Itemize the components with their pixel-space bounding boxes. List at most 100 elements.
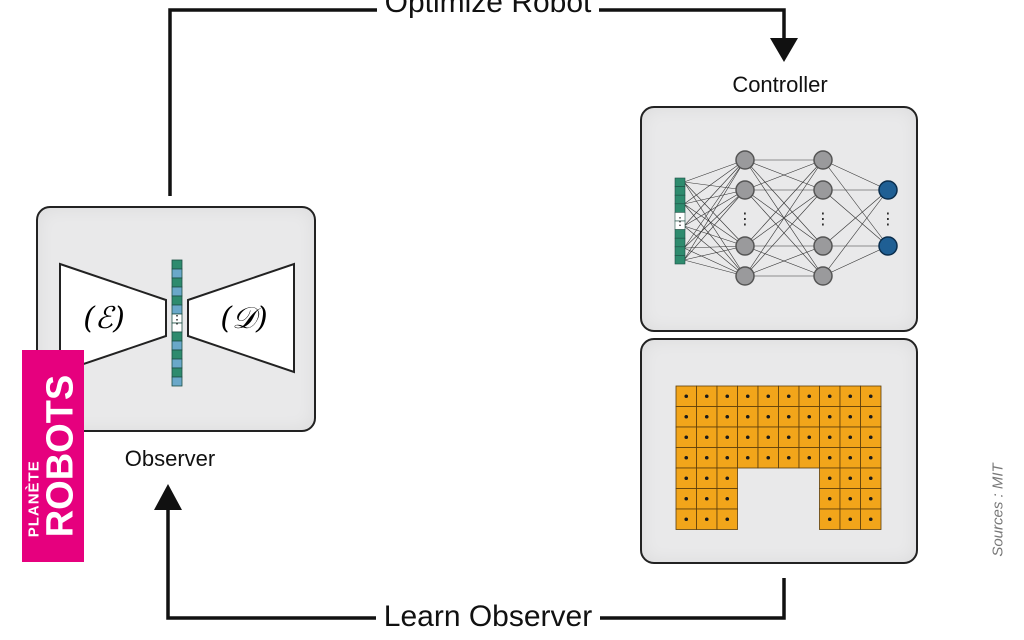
latent-cell (171, 349, 183, 360)
voxel-center (766, 414, 771, 419)
voxel-center (827, 435, 832, 440)
input-cell (674, 186, 686, 196)
output-node (878, 180, 898, 200)
input-cell (674, 203, 686, 213)
voxel-center (807, 435, 812, 440)
voxel-center (766, 435, 771, 440)
input-cell (674, 255, 686, 265)
latent-cell (171, 358, 183, 369)
voxel-center (868, 496, 873, 501)
voxel-center (848, 435, 853, 440)
voxel-center (827, 394, 832, 399)
latent-cell (171, 259, 183, 270)
input-ellipsis: ⋮ (675, 216, 686, 228)
latent-cell (171, 340, 183, 351)
autoencoder-diagram: (ℰ) (𝒟) ⋮ (59, 259, 295, 387)
logo-big-text: ROBOTS (39, 374, 82, 538)
optimize-robot-arrowhead (770, 38, 798, 62)
voxel-center (704, 476, 709, 481)
latent-cell (171, 367, 183, 378)
decoder-label: (𝒟) (220, 301, 267, 336)
voxel-center (684, 455, 689, 460)
input-cell (674, 194, 686, 205)
voxel-center (868, 517, 873, 522)
neural-network-diagram: ⋮⋮⋮⋮ (674, 150, 898, 286)
voxel-center (684, 394, 689, 399)
voxel-center (807, 394, 812, 399)
network-connections (683, 159, 889, 277)
encoder-shape (59, 262, 167, 374)
voxel-center (848, 496, 853, 501)
voxel-center (868, 435, 873, 440)
voxel-center (725, 435, 730, 440)
voxel-center (725, 476, 730, 481)
hidden-node (735, 180, 755, 200)
voxel-center (725, 496, 730, 501)
hidden-node (735, 236, 755, 256)
voxel-center (848, 517, 853, 522)
voxel-center (725, 517, 730, 522)
latent-cell (171, 331, 183, 342)
voxel-center (684, 414, 689, 419)
voxel-center (704, 455, 709, 460)
learn-observer-label: Learn Observer (0, 600, 976, 634)
optimize-robot-label: Optimize Robot (0, 0, 976, 20)
voxel-center (704, 414, 709, 419)
voxel-center (827, 455, 832, 460)
voxel-center (786, 414, 791, 419)
voxel-center (745, 455, 750, 460)
output-node (878, 236, 898, 256)
latent-cell (171, 286, 183, 297)
controller-title: Controller (732, 72, 828, 97)
voxel-center (807, 414, 812, 419)
voxel-center (725, 414, 730, 419)
input-cell (674, 229, 686, 239)
hidden-node (813, 150, 833, 170)
voxel-center (827, 476, 832, 481)
voxel-center (786, 435, 791, 440)
voxel-center (745, 394, 750, 399)
voxel-center (868, 455, 873, 460)
voxel-center (684, 476, 689, 481)
voxel-center (684, 435, 689, 440)
voxel-center (848, 414, 853, 419)
voxel-center (684, 517, 689, 522)
voxel-center (868, 394, 873, 399)
latent-cell (171, 277, 183, 288)
voxel-center (766, 394, 771, 399)
decoder-shape (187, 262, 295, 374)
voxel-center (848, 394, 853, 399)
latent-cell (171, 268, 183, 279)
voxel-center (704, 517, 709, 522)
voxel-center (827, 414, 832, 419)
hidden-node (813, 236, 833, 256)
encoder-label: (ℰ) (83, 301, 125, 336)
voxel-center (786, 394, 791, 399)
layer-ellipsis: ⋮ (815, 211, 831, 228)
layer-ellipsis: ⋮ (880, 211, 896, 228)
controller-panel: ⋮⋮⋮⋮ (640, 106, 918, 332)
latent-cell (171, 376, 183, 387)
latent-ellipsis: ⋮ (171, 312, 183, 326)
observer-title: Observer (124, 446, 216, 471)
voxel-center (704, 435, 709, 440)
voxel-center (868, 476, 873, 481)
voxel-center (704, 496, 709, 501)
hidden-node (735, 150, 755, 170)
robot-voxel-grid (675, 385, 882, 530)
sources-credit: Sources : MIT (989, 463, 1007, 557)
voxel-center (725, 394, 730, 399)
latent-vector: ⋮ (171, 259, 183, 387)
voxel-center (848, 476, 853, 481)
learn-observer-arrowhead (154, 484, 182, 510)
input-cell (674, 246, 686, 256)
voxel-center (786, 455, 791, 460)
planete-robots-logo: PLANÈTE ROBOTS (22, 350, 84, 562)
voxel-center (745, 435, 750, 440)
hidden-node (735, 266, 755, 286)
input-cell (674, 237, 686, 248)
voxel-center (827, 496, 832, 501)
voxel-center (848, 455, 853, 460)
input-cell (674, 177, 686, 187)
robot-panel (640, 338, 918, 564)
